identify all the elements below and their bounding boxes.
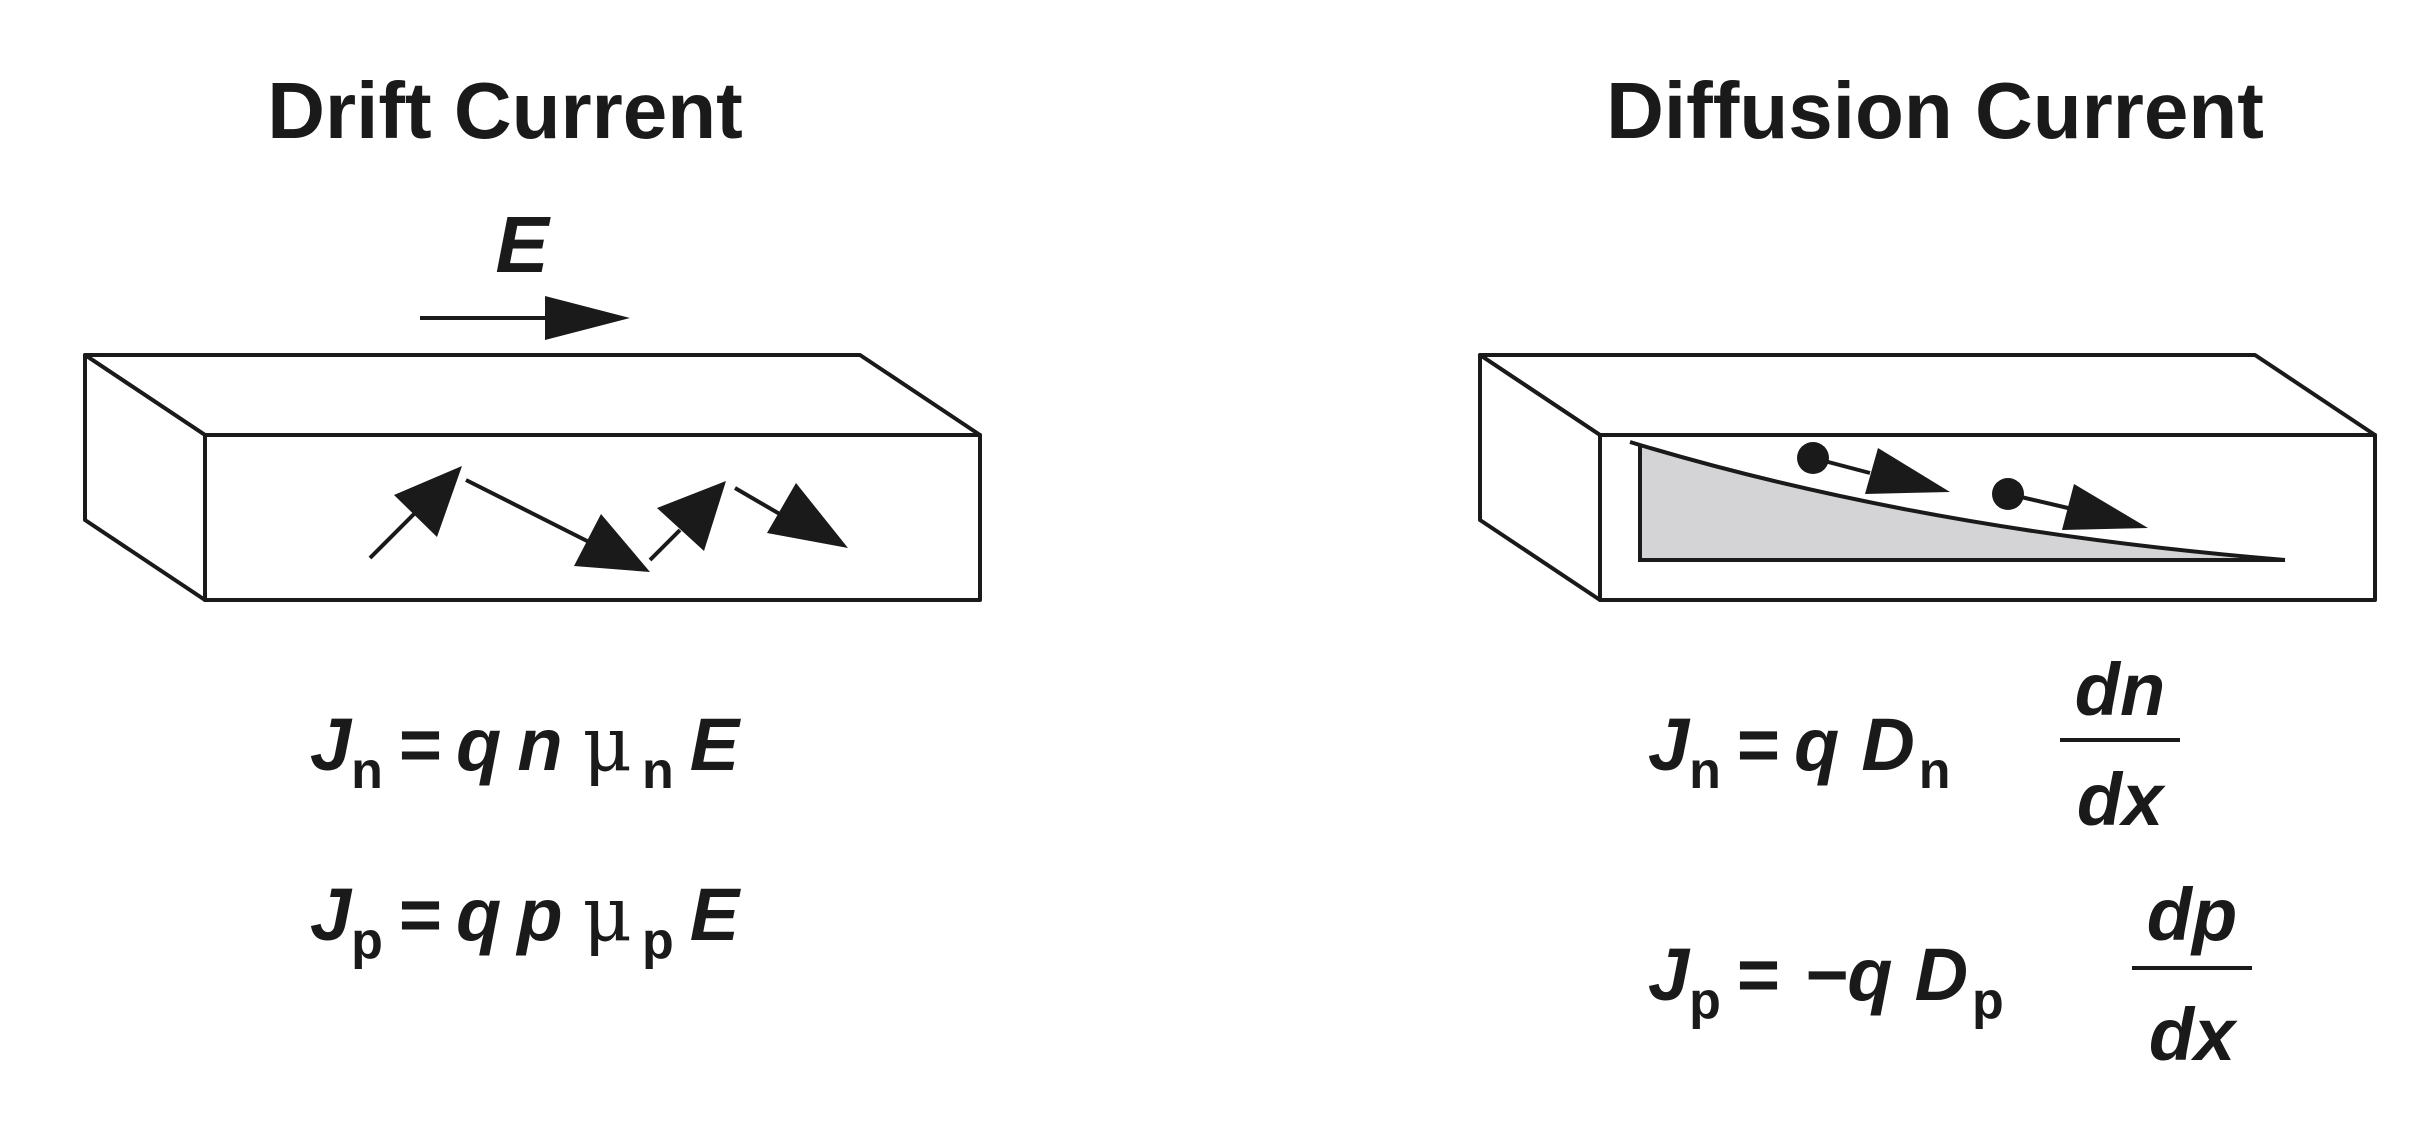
- drift-arrow-1-head: [394, 466, 462, 537]
- carrier-arrow-1-head: [1865, 448, 1950, 494]
- diffusion-semiconductor-bar: [1478, 353, 2377, 602]
- diffusion-title: Diffusion Current: [1606, 66, 2264, 155]
- diffusion-eq-n-numerator: dn: [2075, 648, 2165, 731]
- drift-arrow-3-head: [657, 481, 726, 551]
- diffusion-bar-top-face: [1478, 353, 2377, 437]
- drift-bar-top-face: [83, 353, 982, 437]
- electric-field-arrow: E: [420, 200, 630, 340]
- diffusion-eq-n-denominator: dx: [2077, 758, 2166, 841]
- gradient-outline: [1638, 445, 2285, 562]
- diffusion-eq-p-numerator: dp: [2147, 873, 2237, 956]
- diffusion-eq-p-denominator: dx: [2149, 993, 2238, 1076]
- drift-bar-front-face: [203, 433, 982, 602]
- drift-arrow-2-head: [574, 514, 650, 572]
- drift-title: Drift Current: [267, 66, 743, 155]
- svg-text:Jn=qDn: Jn=qDn: [1648, 703, 1951, 800]
- field-arrow-head: [545, 296, 630, 340]
- field-label: E: [495, 200, 551, 289]
- carrier-arrow-2-head: [2062, 484, 2148, 530]
- drift-arrow-4-head: [767, 483, 848, 548]
- gradient-profile-curve: [1629, 440, 2286, 562]
- drift-semiconductor-bar: [83, 353, 982, 602]
- diffusing-carriers: [1797, 442, 2148, 530]
- concentration-gradient: [1630, 442, 2285, 560]
- carrier-path-arrows: [368, 466, 848, 572]
- svg-text:Jp=−qDp: Jp=−qDp: [1648, 933, 2004, 1030]
